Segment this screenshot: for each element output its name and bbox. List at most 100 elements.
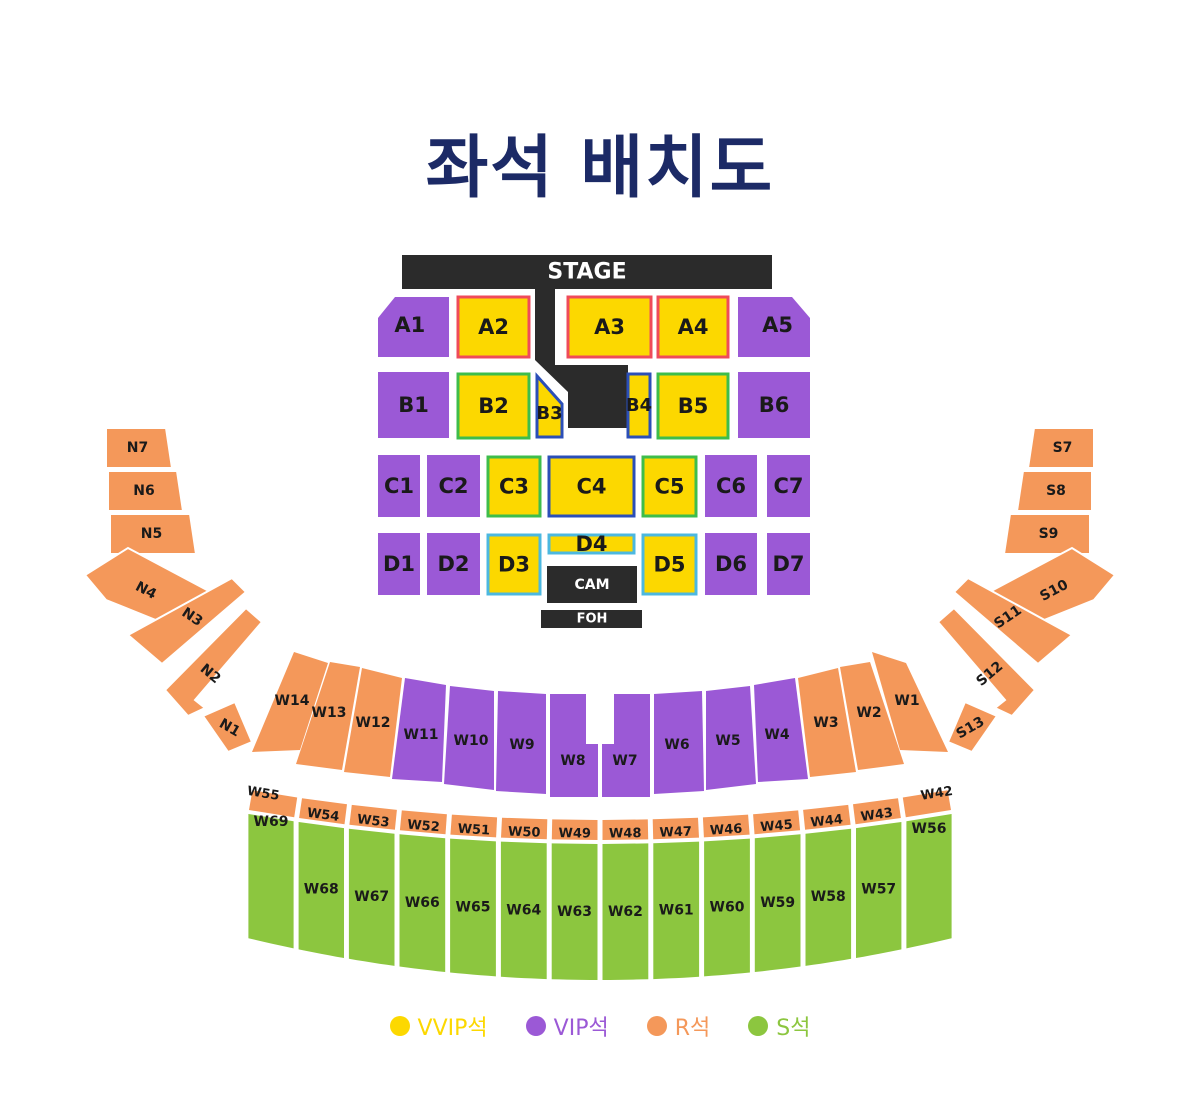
section-w54[interactable]: W54 — [299, 798, 347, 825]
section-c5[interactable]: C5 — [641, 455, 698, 518]
section-d6[interactable]: D6 — [705, 533, 757, 595]
section-w60[interactable]: W60 — [704, 838, 750, 977]
section-label: W63 — [557, 904, 592, 920]
section-label: C6 — [716, 474, 746, 498]
section-n1[interactable]: N1 — [201, 700, 254, 754]
section-w62[interactable]: W62 — [602, 843, 649, 980]
legend-item-r: R석 — [646, 1010, 710, 1042]
section-c1[interactable]: C1 — [378, 455, 420, 517]
section-c6[interactable]: C6 — [705, 455, 757, 517]
section-label: D5 — [653, 553, 685, 577]
section-w14[interactable]: W14 — [252, 652, 328, 752]
section-label: W2 — [856, 705, 881, 721]
section-label: C2 — [438, 474, 468, 498]
section-s8[interactable]: S8 — [1015, 470, 1093, 512]
section-w9[interactable]: W9 — [496, 691, 546, 794]
section-label: A3 — [594, 315, 625, 339]
section-c4[interactable]: C4 — [547, 455, 636, 518]
cam-label: CAM — [574, 577, 609, 593]
section-w1[interactable]: W1 — [872, 652, 948, 752]
section-s9[interactable]: S9 — [1002, 513, 1091, 555]
section-n5[interactable]: N5 — [109, 513, 198, 555]
section-label: N7 — [127, 440, 148, 456]
section-c2[interactable]: C2 — [427, 455, 480, 517]
section-label: W1 — [894, 693, 919, 709]
legend-label-vip: VIP석 — [553, 1016, 609, 1041]
section-w4[interactable]: W4 — [754, 678, 808, 782]
section-n6[interactable]: N6 — [107, 470, 185, 512]
section-w44[interactable]: W44 — [803, 804, 851, 831]
section-w57[interactable]: W57 — [856, 822, 902, 958]
section-b4[interactable]: B4 — [626, 372, 652, 439]
section-w11[interactable]: W11 — [392, 678, 446, 782]
section-w59[interactable]: W59 — [754, 834, 801, 972]
foh-label: FOH — [577, 612, 608, 627]
section-w69[interactable]: W69 — [248, 814, 294, 949]
vip-dot-icon — [525, 1016, 546, 1036]
section-d4[interactable]: D4 — [547, 532, 636, 556]
section-w3[interactable]: W3 — [798, 668, 856, 777]
section-d3[interactable]: D3 — [486, 533, 542, 596]
section-w64[interactable]: W64 — [500, 841, 547, 980]
section-c7[interactable]: C7 — [767, 455, 810, 517]
section-w45[interactable]: W45 — [753, 810, 801, 836]
section-b5[interactable]: B5 — [656, 372, 730, 440]
section-a5[interactable]: A5 — [738, 297, 810, 357]
section-w63[interactable]: W63 — [551, 843, 598, 980]
section-w61[interactable]: W61 — [653, 841, 700, 980]
section-label: A1 — [394, 313, 425, 337]
section-label: W45 — [760, 818, 794, 836]
section-w66[interactable]: W66 — [399, 834, 446, 972]
section-w42[interactable]: W42 — [902, 784, 954, 818]
section-c3[interactable]: C3 — [486, 455, 542, 518]
section-w55[interactable]: W55 — [246, 784, 298, 818]
section-d2[interactable]: D2 — [427, 533, 480, 595]
section-w52[interactable]: W52 — [399, 810, 447, 835]
section-w7[interactable]: W7 — [602, 694, 650, 797]
section-w6[interactable]: W6 — [654, 691, 704, 794]
section-s13[interactable]: S13 — [946, 700, 999, 754]
section-n7[interactable]: N7 — [105, 427, 174, 469]
section-label: W57 — [861, 881, 896, 897]
section-w10[interactable]: W10 — [444, 686, 494, 790]
section-a3[interactable]: A3 — [566, 295, 653, 359]
section-b3[interactable]: B3 — [535, 372, 564, 439]
section-w8[interactable]: W8 — [550, 694, 598, 797]
section-w2[interactable]: W2 — [840, 662, 904, 770]
section-w65[interactable]: W65 — [450, 838, 496, 977]
section-b6[interactable]: B6 — [738, 372, 810, 438]
section-w43[interactable]: W43 — [853, 798, 901, 825]
section-w68[interactable]: W68 — [298, 822, 344, 958]
section-w58[interactable]: W58 — [805, 828, 852, 966]
section-b1[interactable]: B1 — [378, 372, 449, 438]
section-w48[interactable]: W48 — [602, 819, 649, 842]
section-w13[interactable]: W13 — [296, 662, 360, 770]
section-w50[interactable]: W50 — [501, 817, 548, 841]
section-w5[interactable]: W5 — [706, 686, 756, 790]
section-w47[interactable]: W47 — [652, 817, 699, 841]
section-label: C4 — [576, 475, 606, 499]
section-w51[interactable]: W51 — [450, 814, 498, 839]
section-a4[interactable]: A4 — [656, 295, 730, 359]
section-d1[interactable]: D1 — [378, 533, 420, 595]
section-s12[interactable]: S12 — [936, 606, 1037, 718]
section-a2[interactable]: A2 — [456, 295, 531, 359]
foh-box: FOH — [541, 610, 642, 628]
section-d7[interactable]: D7 — [767, 533, 810, 595]
section-w49[interactable]: W49 — [551, 819, 598, 842]
section-label: W5 — [715, 733, 740, 749]
section-a1[interactable]: A1 — [378, 297, 449, 357]
section-label: C7 — [773, 474, 803, 498]
stage: STAGE — [402, 255, 772, 289]
section-s7[interactable]: S7 — [1026, 427, 1095, 469]
section-s11[interactable]: S11 — [952, 576, 1074, 666]
section-w12[interactable]: W12 — [344, 668, 402, 777]
section-w67[interactable]: W67 — [348, 828, 395, 966]
section-n3[interactable]: N3 — [126, 576, 248, 666]
section-w46[interactable]: W46 — [702, 814, 750, 839]
section-w56[interactable]: W56 — [906, 814, 952, 949]
stage-runway — [535, 289, 628, 428]
section-b2[interactable]: B2 — [456, 372, 531, 440]
section-w53[interactable]: W53 — [349, 804, 397, 831]
section-d5[interactable]: D5 — [641, 533, 698, 596]
